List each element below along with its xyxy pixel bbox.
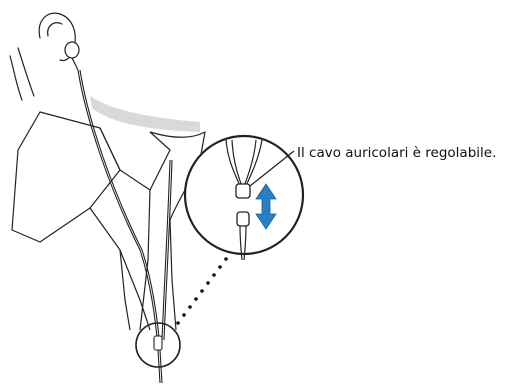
dotted-leader (176, 257, 228, 325)
callout-label: Il cavo auricolari è regolabile. (297, 145, 496, 161)
cable-slider (236, 184, 250, 198)
earbud (65, 42, 79, 70)
magnified-view (185, 136, 303, 260)
neck-shading (90, 96, 200, 132)
jacket-outline (12, 112, 205, 330)
cable-splitter-closeup (237, 212, 249, 226)
head-outline (10, 13, 75, 100)
